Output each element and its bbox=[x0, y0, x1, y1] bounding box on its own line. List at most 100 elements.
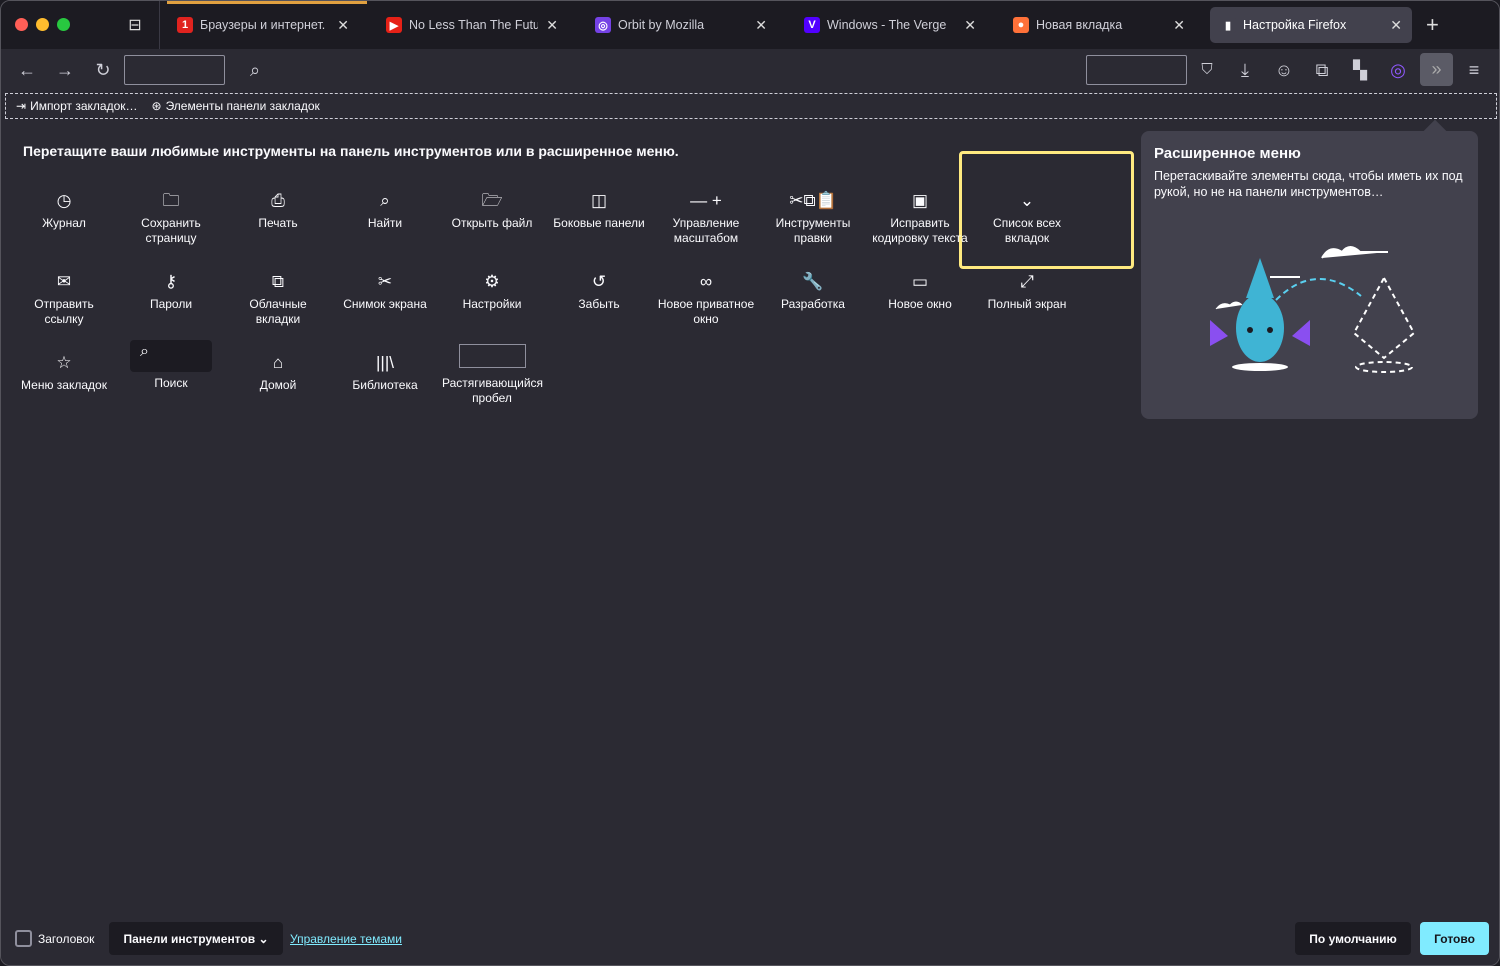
close-tab-icon[interactable]: ✕ bbox=[1173, 16, 1185, 33]
done-button[interactable]: Готово bbox=[1420, 922, 1489, 955]
tab[interactable]: ● Новая вкладка ✕ bbox=[1003, 7, 1195, 43]
search-icon[interactable]: ⌕ bbox=[249, 60, 261, 80]
import-bookmarks[interactable]: ⇥Импорт закладок… bbox=[16, 99, 138, 113]
edit-controls-icon: ✂⧉📋 bbox=[789, 191, 837, 210]
bookmarks-toolbar-items[interactable]: ⊛Элементы панели закладок bbox=[151, 99, 320, 113]
palette-item-developer[interactable]: 🔧Разработка bbox=[763, 271, 863, 312]
print-icon: ⎙ bbox=[271, 191, 285, 210]
settings-icon: ⚙ bbox=[484, 272, 500, 291]
forward-icon[interactable]: → bbox=[56, 60, 74, 80]
app-menu-icon[interactable]: ≡ bbox=[1468, 60, 1480, 80]
zoom-controls-icon: — + bbox=[690, 191, 722, 210]
favicon-icon: V bbox=[804, 17, 820, 33]
palette-item-label: Поиск bbox=[154, 376, 188, 390]
manage-themes-link[interactable]: Управление темами bbox=[290, 932, 402, 946]
palette-item-label: Журнал bbox=[42, 216, 86, 230]
palette-item-library[interactable]: |||\Библиотека bbox=[335, 352, 435, 393]
new-window-icon: ▭ bbox=[911, 272, 929, 291]
tab[interactable]: ▮ Настройка Firefox ✕ bbox=[1210, 7, 1412, 43]
new-tab-button[interactable]: + bbox=[1426, 12, 1439, 37]
tab-title: Windows - The Verge bbox=[827, 18, 947, 32]
import-icon: ⇥ bbox=[16, 99, 27, 113]
palette-item-forget[interactable]: ↺Забыть bbox=[549, 271, 649, 312]
palette-item-label: Полный экран bbox=[987, 297, 1067, 311]
palette-item-email-link[interactable]: ✉ Отправить ссылку bbox=[14, 271, 114, 326]
palette-item-label: Растягивающийся пробел bbox=[442, 376, 544, 405]
email-link-icon: ✉ bbox=[56, 272, 72, 291]
tab-title: No Less Than The Future C bbox=[409, 18, 538, 32]
close-tab-icon[interactable]: ✕ bbox=[546, 16, 558, 33]
palette-item-home[interactable]: ⌂Домой bbox=[228, 352, 328, 393]
palette-item-text-encoding[interactable]: ▣Исправить кодировку текста bbox=[870, 190, 970, 245]
palette-item-history[interactable]: ◷ Журнал bbox=[14, 190, 114, 231]
title-bar-checkbox[interactable] bbox=[15, 930, 32, 947]
history-icon: ◷ bbox=[56, 191, 72, 210]
forget-icon: ↺ bbox=[591, 272, 607, 291]
favicon-icon: ◎ bbox=[595, 17, 611, 33]
palette-item-label: Меню закладок bbox=[21, 378, 107, 392]
close-tab-icon[interactable]: ✕ bbox=[337, 16, 349, 33]
palette-item-sidebars[interactable]: ◫Боковые панели bbox=[549, 190, 649, 231]
close-tab-icon[interactable]: ✕ bbox=[964, 16, 976, 33]
restore-defaults-button[interactable]: По умолчанию bbox=[1295, 922, 1411, 955]
favicon-icon: ● bbox=[1013, 17, 1029, 33]
palette-item-label: Библиотека bbox=[352, 378, 418, 392]
palette-item-label: Сохранить страницу bbox=[141, 216, 201, 245]
palette-item-edit-controls[interactable]: ✂⧉📋Инструменты правки bbox=[763, 190, 863, 245]
palette-item-settings[interactable]: ⚙ Настройки bbox=[442, 271, 542, 312]
downloads-icon[interactable]: ⤓ bbox=[1241, 60, 1249, 80]
palette-item-search[interactable]: ⌕Поиск bbox=[121, 340, 221, 391]
nav-toolbar: ← → ↻ ⌕ ⛉ ⤓ ☺ ⧉ ▚ ◎ » ≡ bbox=[1, 49, 1499, 91]
extensions-icon[interactable]: ⧉ bbox=[1315, 60, 1329, 80]
tab[interactable]: ◎Orbit by Mozilla✕ bbox=[585, 7, 777, 43]
palette-item-screenshot[interactable]: ✂Снимок экрана bbox=[335, 271, 435, 312]
overflow-menu-button[interactable]: » bbox=[1420, 53, 1453, 86]
close-window-button[interactable] bbox=[15, 18, 28, 31]
palette-item-open-file[interactable]: 🗁Открыть файл bbox=[442, 190, 542, 231]
palette-item-new-window[interactable]: ▭Новое окно bbox=[870, 271, 970, 312]
palette-item-zoom-controls[interactable]: — +Управление масштабом bbox=[656, 190, 756, 245]
palette-item-synced-tabs[interactable]: ⧉Облачные вкладки bbox=[228, 271, 328, 326]
palette-item-label: Список всех вкладок bbox=[993, 216, 1061, 245]
tab[interactable]: ▶No Less Than The Future C✕ bbox=[376, 7, 568, 43]
palette-item-flexible-space[interactable]: Растягивающийся пробел bbox=[442, 344, 544, 405]
spacer-box bbox=[1086, 55, 1187, 85]
favicon-icon: 1 bbox=[177, 17, 193, 33]
text-encoding-icon: ▣ bbox=[911, 191, 929, 210]
palette-item-label: Печать bbox=[258, 216, 298, 230]
palette-item-fullscreen[interactable]: ⤢Полный экран bbox=[977, 271, 1077, 312]
close-tab-icon[interactable]: ✕ bbox=[1390, 16, 1402, 33]
add-widget-icon[interactable]: ▚ bbox=[1353, 60, 1367, 80]
palette-item-private-window[interactable]: ∞Новое приватное окно bbox=[656, 271, 756, 326]
palette-item-list-all-tabs[interactable]: ⌄Список всех вкладок bbox=[977, 190, 1077, 245]
palette-item-save-page[interactable]: 🗀Сохранить страницу bbox=[121, 190, 221, 245]
passwords-icon: ⚷ bbox=[164, 272, 178, 291]
orbit-icon[interactable]: ◎ bbox=[1390, 60, 1406, 80]
home-icon: ⌂ bbox=[272, 353, 284, 372]
close-tab-icon[interactable]: ✕ bbox=[755, 16, 767, 33]
back-icon[interactable]: ← bbox=[18, 60, 36, 80]
minimize-window-button[interactable] bbox=[36, 18, 49, 31]
tab-title: Настройка Firefox bbox=[1243, 18, 1347, 32]
account-icon[interactable]: ☺ bbox=[1274, 60, 1294, 80]
palette-item-print[interactable]: ⎙ Печать bbox=[228, 190, 328, 231]
pocket-icon[interactable]: ⛉ bbox=[1201, 61, 1213, 78]
reload-icon[interactable]: ↻ bbox=[95, 60, 111, 80]
toolbars-dropdown[interactable]: Панели инструментов ⌄ bbox=[109, 922, 283, 955]
palette-item-label: Настройки bbox=[462, 297, 522, 311]
title-bar-label: Заголовок bbox=[38, 932, 95, 946]
tab-title: Новая вкладка bbox=[1036, 18, 1123, 32]
open-file-icon: 🗁 bbox=[481, 191, 503, 210]
palette-item-find[interactable]: ⌕Найти bbox=[335, 190, 435, 231]
palette-item-label: Отправить ссылку bbox=[34, 297, 94, 326]
tab[interactable]: V Windows - The Verge ✕ bbox=[794, 7, 986, 43]
palette-item-bookmarks-menu[interactable]: ☆Меню закладок bbox=[14, 352, 114, 393]
zoom-window-button[interactable] bbox=[57, 18, 70, 31]
palette-item-passwords[interactable]: ⚷Пароли bbox=[121, 271, 221, 312]
customize-footer: Заголовок Панели инструментов ⌄ Управлен… bbox=[1, 911, 1499, 965]
firefox-view-icon[interactable]: ⊟ bbox=[128, 17, 142, 34]
palette-item-label: Снимок экрана bbox=[343, 297, 427, 311]
favicon-icon: ▮ bbox=[1220, 17, 1236, 33]
